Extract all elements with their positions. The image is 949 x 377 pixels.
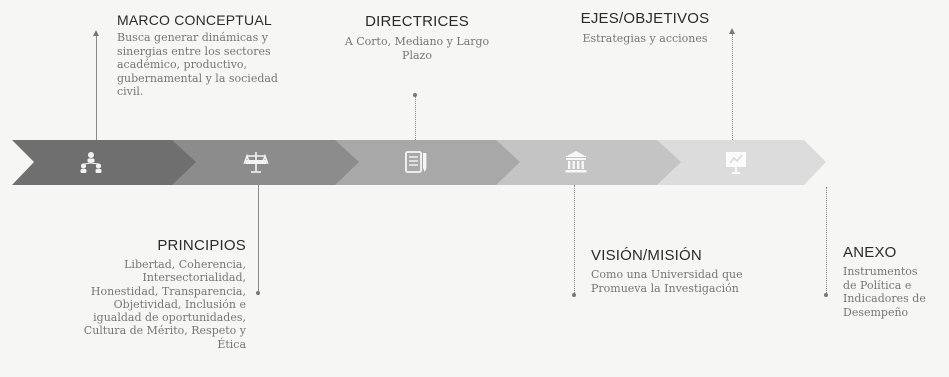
- ejes-objetivos-title: EJES/OBJETIVOS: [580, 10, 710, 27]
- text-line: Cultura de Mérito, Respeto y: [83, 324, 246, 338]
- text-line: Objetividad, Inclusión e: [113, 297, 246, 311]
- presentation-board-icon: [726, 152, 746, 174]
- text-line: Instrumentos: [843, 265, 918, 278]
- connector-dot: [572, 293, 576, 297]
- connector-dot: [256, 291, 260, 295]
- connector-dot: [824, 293, 828, 297]
- vision-mision-title: VISIÓN/MISIÓN: [591, 247, 702, 264]
- text-line: civil.: [117, 85, 144, 99]
- text-line: Busca generar dinámicas y: [117, 31, 268, 44]
- text-line: Intersectorialidad,: [142, 271, 247, 285]
- connector-dot: [413, 93, 417, 97]
- chevron-stage-2: [172, 140, 368, 185]
- directrices-text: A Corto, Mediano y Largo Plazo: [322, 35, 512, 62]
- chevron-stage-1: [12, 140, 205, 185]
- text-line: Estrategias y acciones: [582, 32, 708, 45]
- text-line: de Política e: [843, 278, 912, 292]
- principios-text: Libertad, Coherencia, Intersectorialidad…: [22, 258, 246, 351]
- text-line: Indicadores de: [843, 292, 926, 306]
- text-line: Plazo: [402, 48, 432, 62]
- text-line: Promueva la Investigación: [591, 281, 739, 295]
- connector-ejes: [732, 34, 733, 140]
- principios-title: PRINCIPIOS: [157, 237, 246, 254]
- connector-vision: [574, 185, 575, 295]
- text-line: gubernamental y la sociedad: [117, 71, 278, 85]
- people-network-icon: [80, 152, 102, 173]
- anexo-title: ANEXO: [843, 244, 897, 261]
- vision-mision-text: Como una Universidad que Promueva la Inv…: [591, 268, 791, 295]
- institution-building-icon: [565, 151, 587, 173]
- text-line: académico, productivo,: [117, 58, 248, 72]
- text-line: sinergias entre los sectores: [117, 44, 271, 58]
- text-line: A Corto, Mediano y Largo: [344, 35, 490, 48]
- text-line: Desempeño: [843, 305, 909, 319]
- arrow-up-icon: [93, 30, 99, 36]
- connector-marco: [96, 36, 97, 140]
- text-line: Como una Universidad que: [591, 268, 743, 281]
- scales-icon: [243, 152, 269, 173]
- marco-conceptual-text: Busca generar dinámicas y sinergias entr…: [117, 31, 327, 99]
- document-pencil-icon: [405, 151, 427, 173]
- text-line: Ética: [217, 337, 246, 351]
- connector-directrices: [415, 97, 416, 140]
- marco-conceptual-title: MARCO CONCEPTUAL: [117, 12, 272, 28]
- arrow-up-icon: [729, 28, 735, 34]
- text-line: Libertad, Coherencia,: [124, 258, 246, 271]
- connector-anexo: [826, 187, 827, 295]
- directrices-title: DIRECTRICES: [365, 13, 469, 30]
- chevron-stage-4: [496, 140, 690, 185]
- chevron-stage-3: [335, 140, 529, 185]
- text-line: igualdad de oportunidades,: [93, 311, 246, 325]
- ejes-objetivos-text: Estrategias y acciones: [555, 32, 735, 46]
- text-line: Honestidad, Transparencia,: [90, 284, 246, 298]
- anexo-text: Instrumentos de Política e Indicadores d…: [843, 265, 947, 319]
- connector-principios: [258, 185, 259, 292]
